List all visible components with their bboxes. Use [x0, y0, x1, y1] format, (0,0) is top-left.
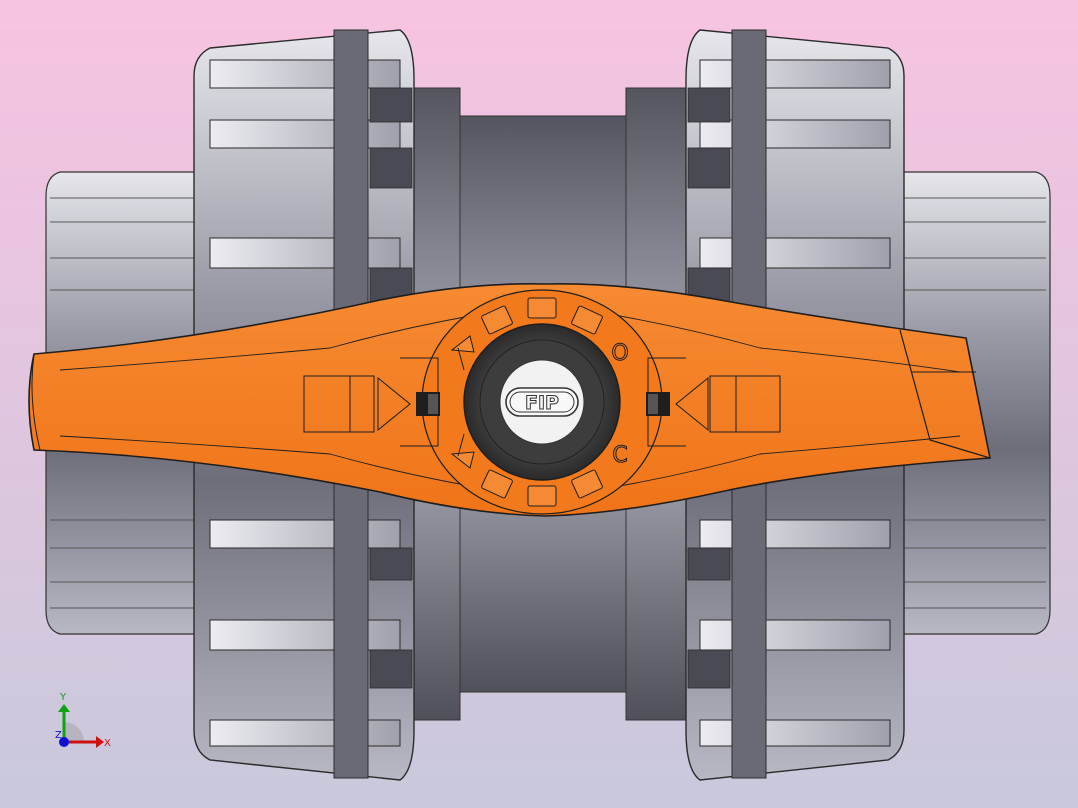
close-position-mark: C	[612, 443, 627, 468]
axis-triad: X Y Z	[55, 692, 111, 749]
fip-logo: FIP	[525, 392, 559, 414]
open-position-mark: O	[611, 341, 628, 366]
y-axis-arrow	[58, 704, 70, 712]
handle-center-cap	[463, 323, 621, 481]
z-axis-label: Z	[55, 730, 62, 741]
z-axis-dot	[59, 737, 69, 747]
x-axis-arrow	[96, 736, 104, 748]
x-axis-label: X	[104, 738, 111, 749]
y-axis-label: Y	[59, 692, 67, 703]
